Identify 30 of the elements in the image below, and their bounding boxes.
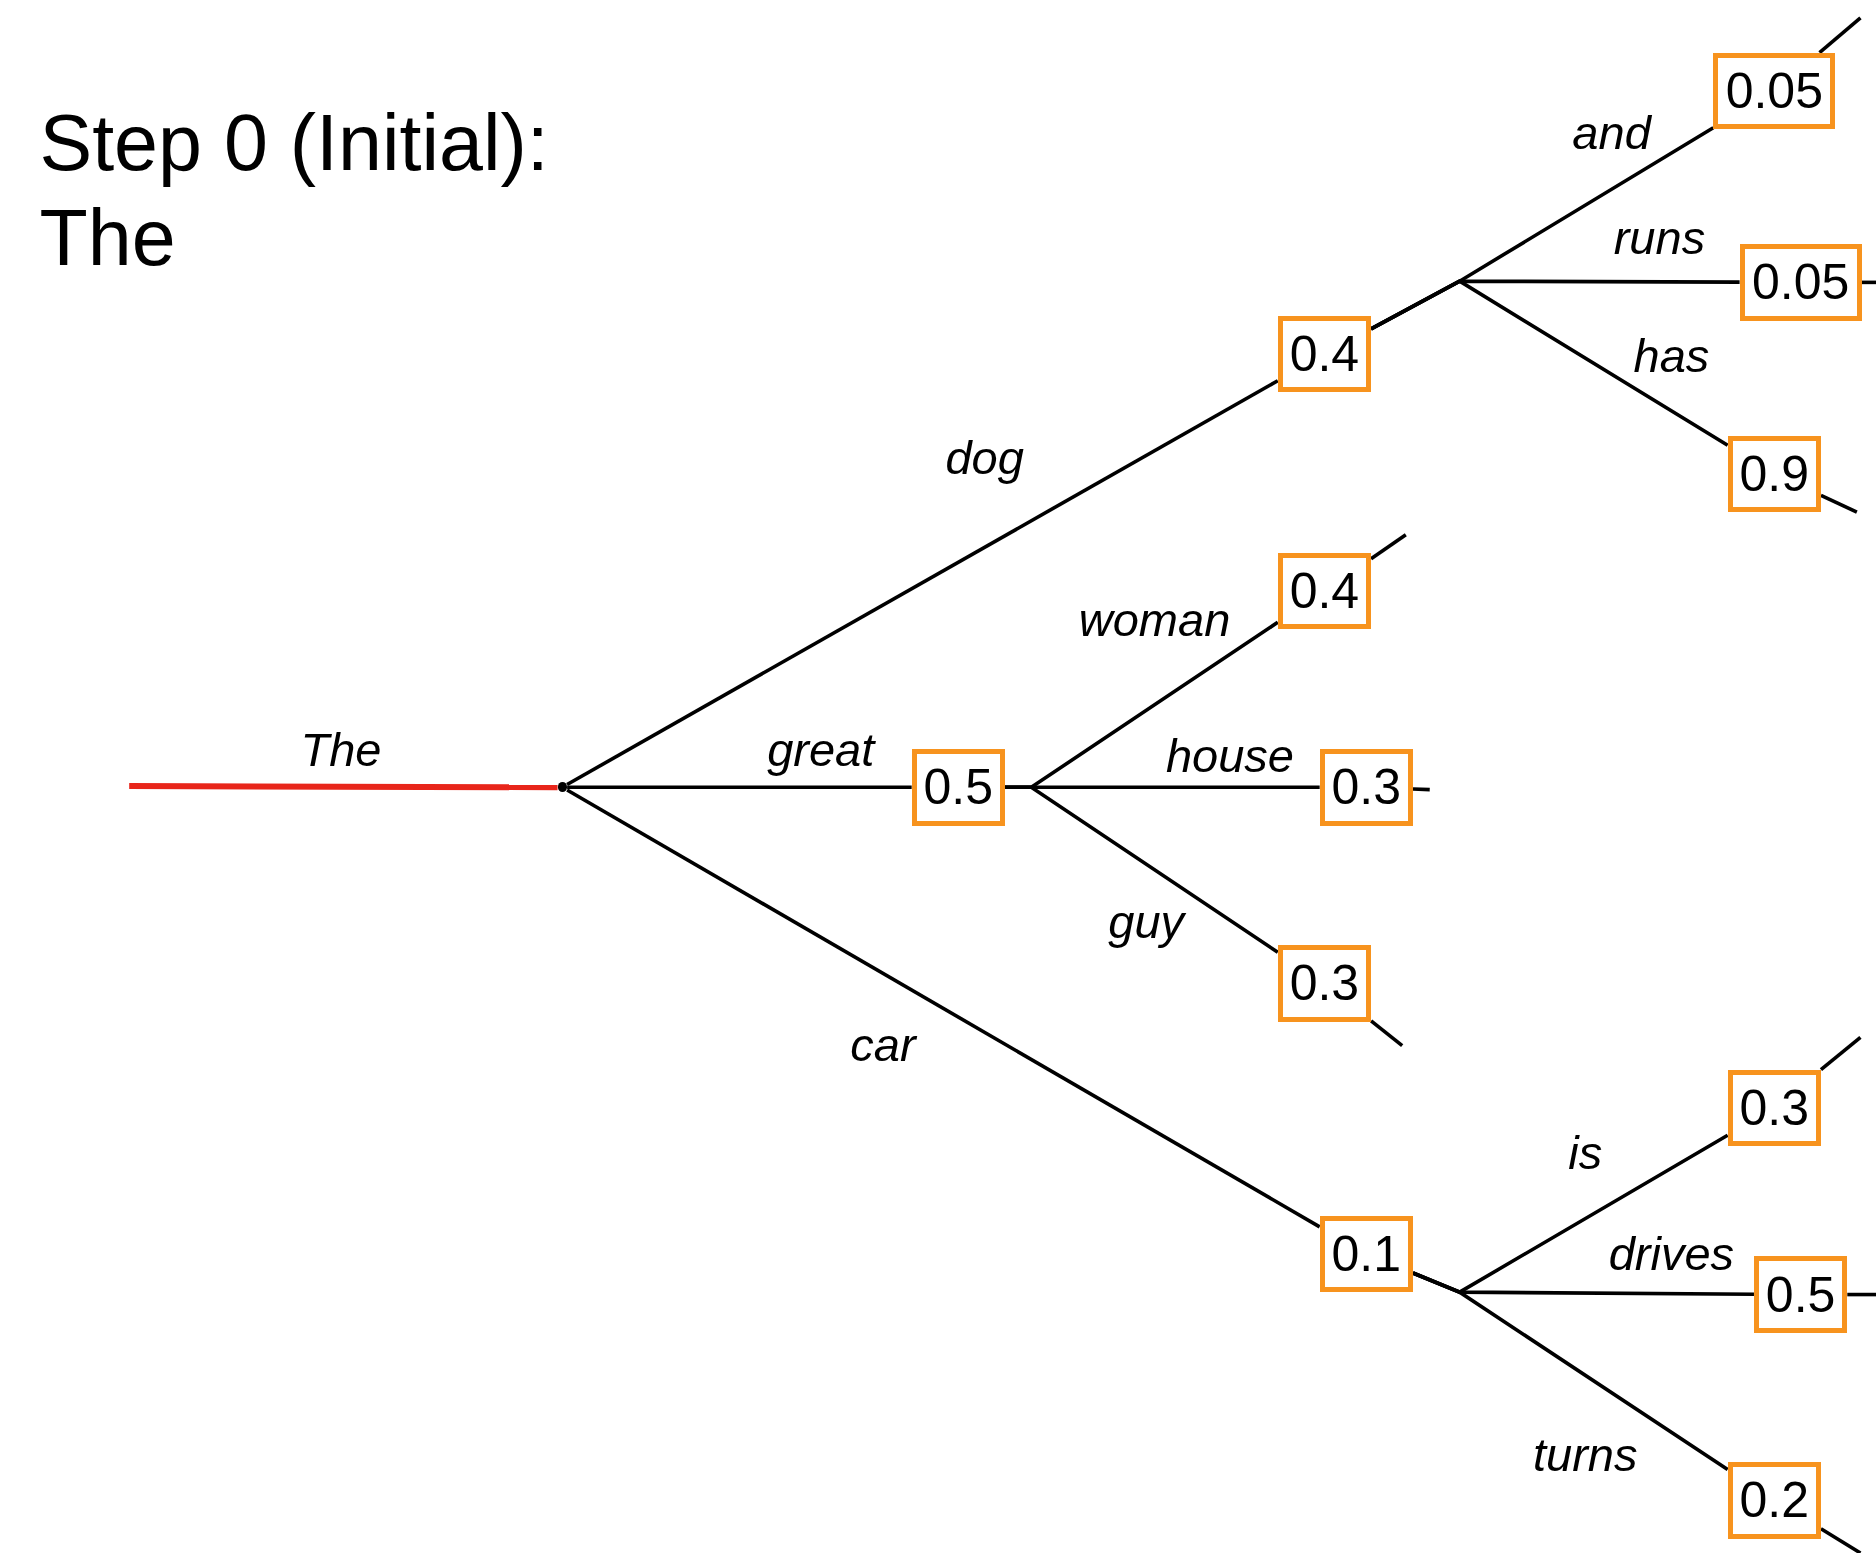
branch-line: [566, 788, 1321, 1229]
probability-box: 0.4: [1277, 315, 1372, 393]
branch-line: [566, 379, 1279, 787]
branch-line: [567, 785, 912, 790]
probability-box: 0.3: [1727, 1069, 1821, 1147]
probability-box: 0.05: [1739, 244, 1862, 321]
probability-box: 0.3: [1319, 748, 1413, 826]
probability-box: 0.9: [1727, 435, 1821, 513]
branch-line: [1005, 785, 1279, 954]
branch-line: [1819, 1035, 1862, 1071]
probability-box: 0.5: [1753, 1256, 1848, 1333]
branch-line: [1370, 533, 1407, 561]
branch-line: [1370, 1019, 1404, 1048]
branch-line: [1861, 280, 1876, 285]
probability-box: 0.2: [1727, 1462, 1821, 1539]
branch-line: [1370, 279, 1729, 447]
probability-box: 0.3: [1277, 945, 1372, 1022]
branch-line: [1412, 787, 1430, 792]
probability-box: 0.4: [1277, 552, 1372, 630]
highlighted-line: [129, 783, 558, 791]
branch-line: [1412, 1271, 1729, 1471]
branch-line: [1820, 1527, 1862, 1553]
title: Step 0 (Initial): The: [39, 96, 550, 284]
probability-box: 0.1: [1319, 1215, 1413, 1293]
probability-box: 0.5: [911, 748, 1005, 826]
branch-line: [1847, 1292, 1876, 1297]
branch-line: [1818, 16, 1862, 55]
junction-dot: [557, 782, 568, 792]
probability-box: 0.05: [1713, 52, 1836, 130]
branch-line: [1820, 493, 1858, 514]
